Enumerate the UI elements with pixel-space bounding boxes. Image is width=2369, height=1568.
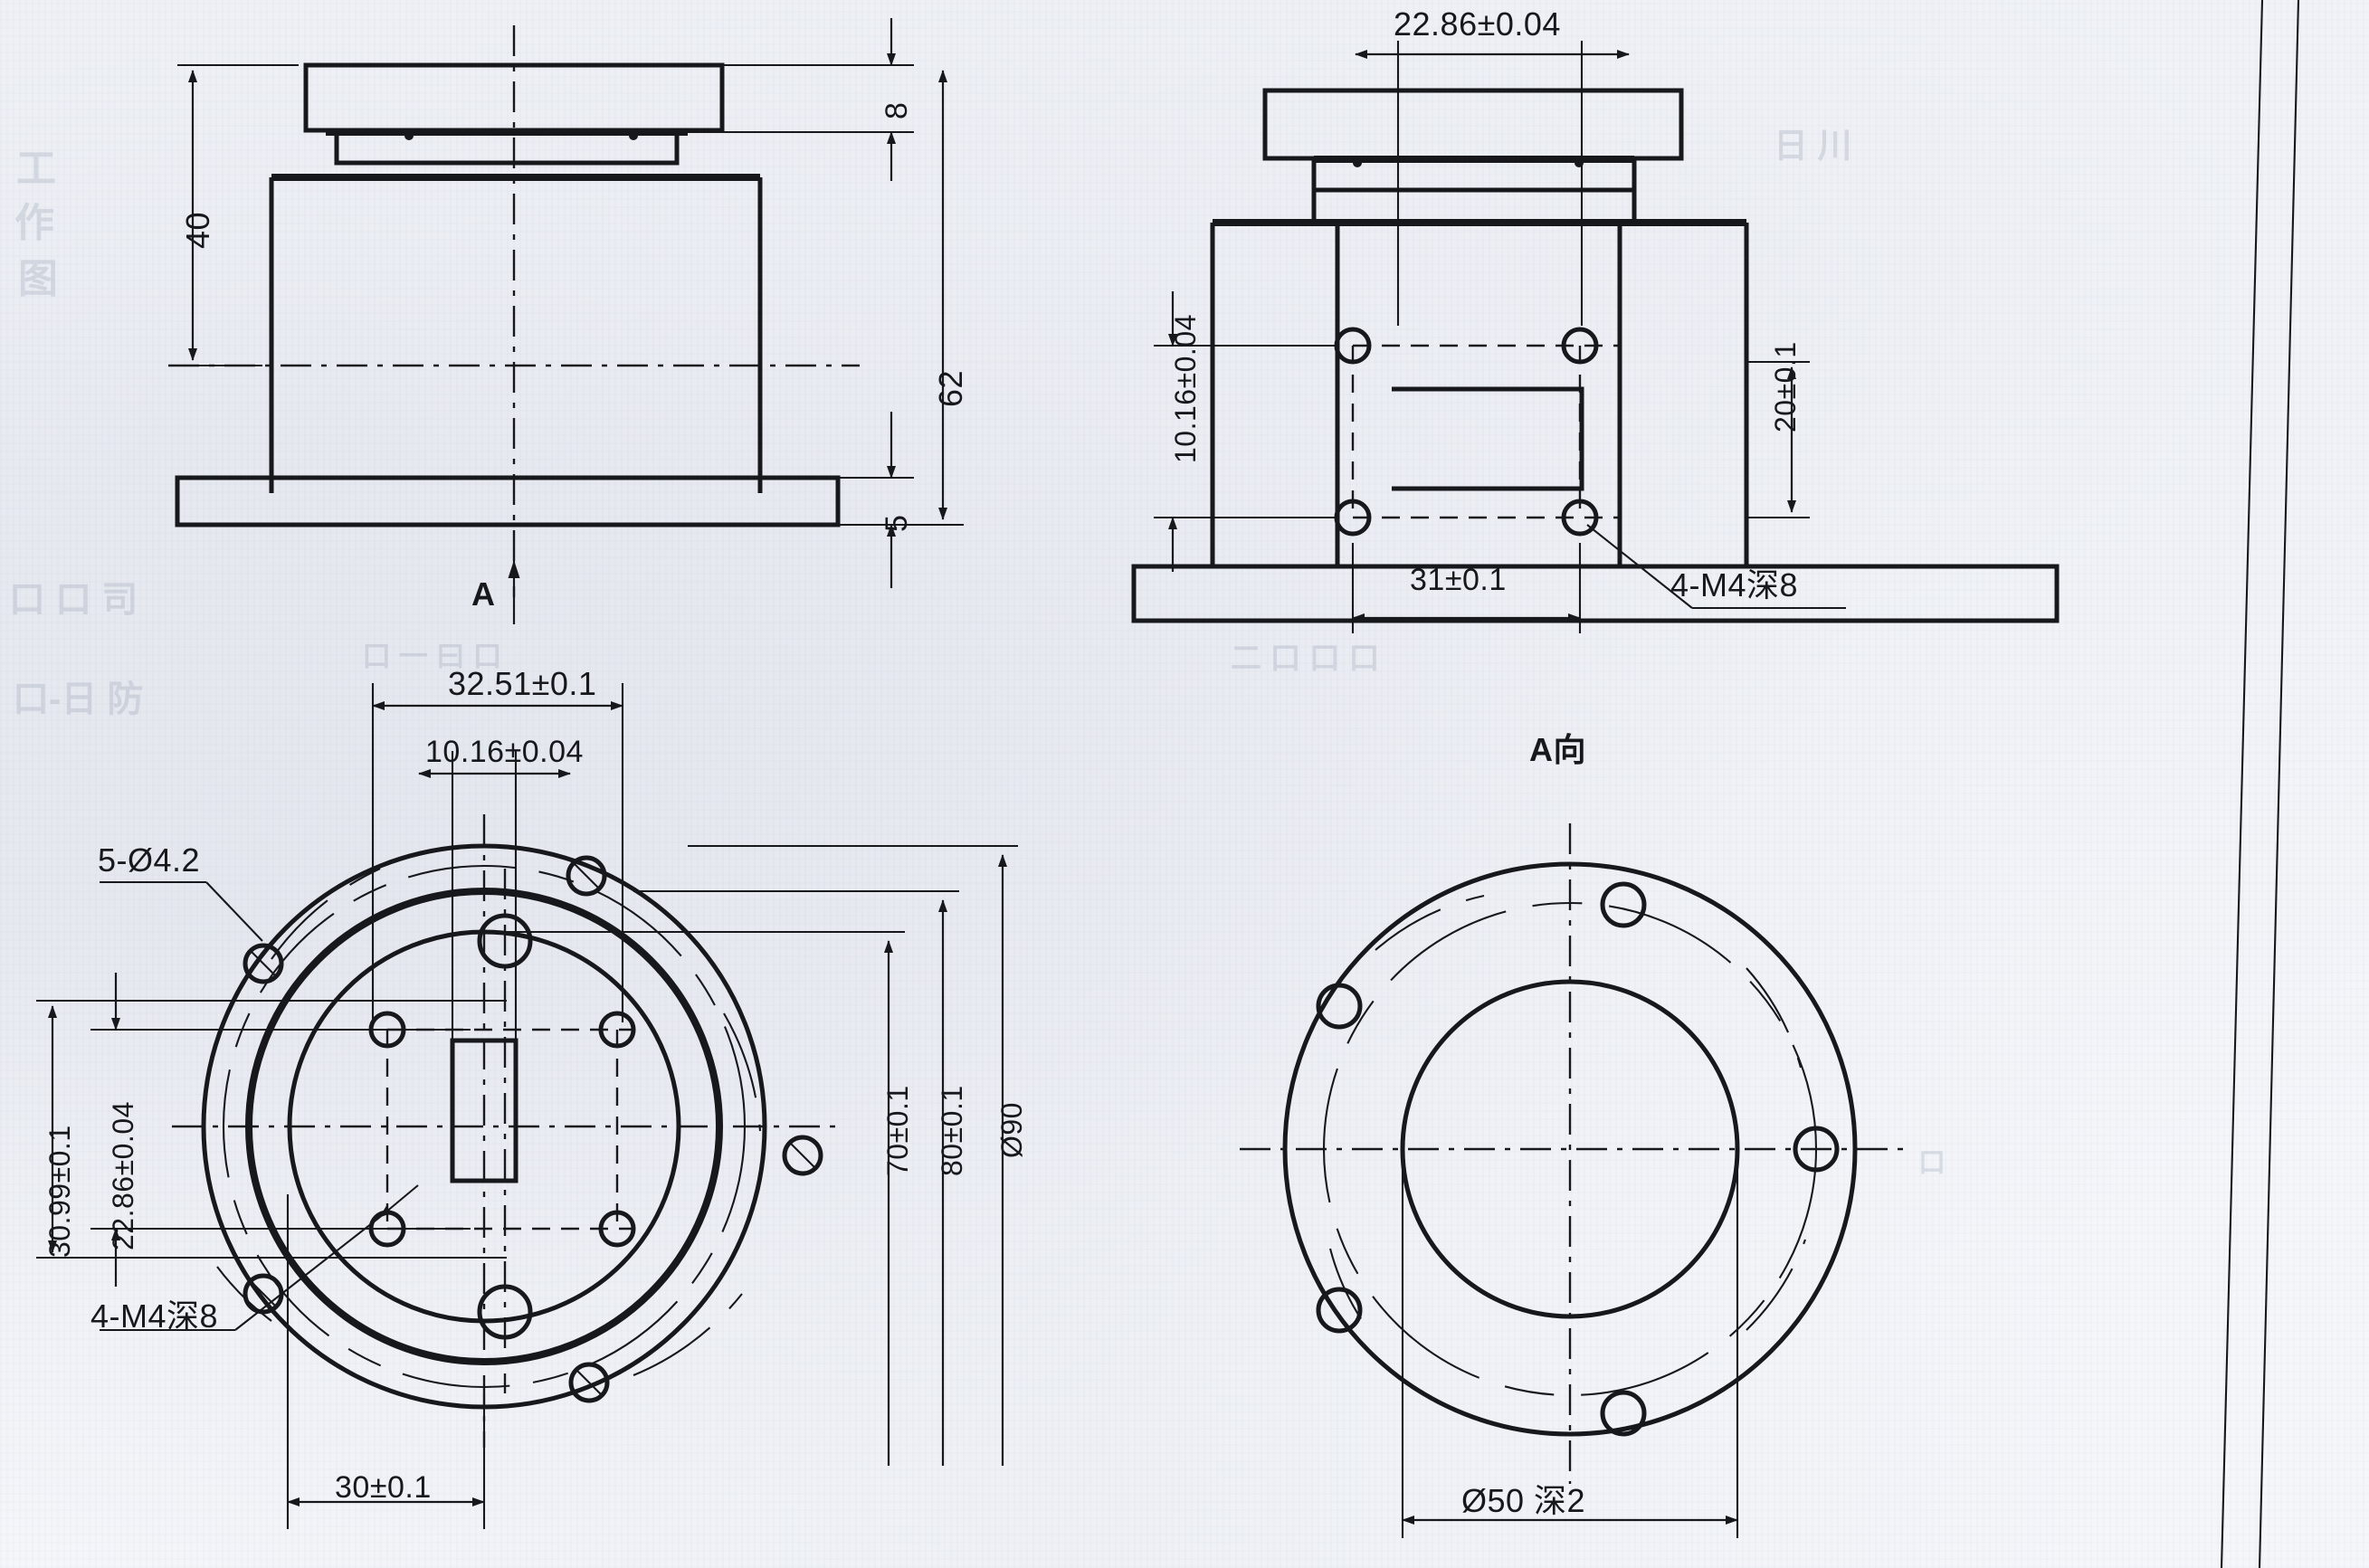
dim-label-2286-top: 22.86±0.04 xyxy=(1394,5,1561,43)
dim-label-2286-plan: 22.86±0.04 xyxy=(107,1101,139,1250)
view-title-a: A向 xyxy=(1529,731,1586,768)
dim-label-62: 62 xyxy=(932,369,969,407)
dim-label-1016-side: 10.16±0.04 xyxy=(1169,314,1202,463)
dim-label-5: 5 xyxy=(880,514,914,532)
dim-label-40: 40 xyxy=(179,211,216,249)
note-label-5holes: 5-Ø4.2 xyxy=(98,841,201,879)
dim-label-d90: Ø90 xyxy=(995,1102,1028,1158)
dim-label-d50: Ø50 深2 xyxy=(1461,1482,1586,1519)
dim-label-3251: 32.51±0.1 xyxy=(448,665,597,702)
note-label-4m4-side: 4-M4深8 xyxy=(1670,566,1799,603)
view-arrow-label-a: A xyxy=(471,575,496,613)
note-label-4m4-plan: 4-M4深8 xyxy=(90,1297,219,1335)
dim-label-70: 70±0.1 xyxy=(881,1085,914,1176)
dim-label-31: 31±0.1 xyxy=(1410,563,1507,597)
dim-label-8: 8 xyxy=(880,101,914,119)
dim-label-20: 20±0.1 xyxy=(1769,341,1802,432)
dim-label-3099: 30.99±0.1 xyxy=(43,1125,76,1258)
dim-label-1016-plan: 10.16±0.04 xyxy=(425,735,584,769)
dim-label-30: 30±0.1 xyxy=(335,1470,432,1505)
dim-label-80: 80±0.1 xyxy=(936,1085,968,1176)
